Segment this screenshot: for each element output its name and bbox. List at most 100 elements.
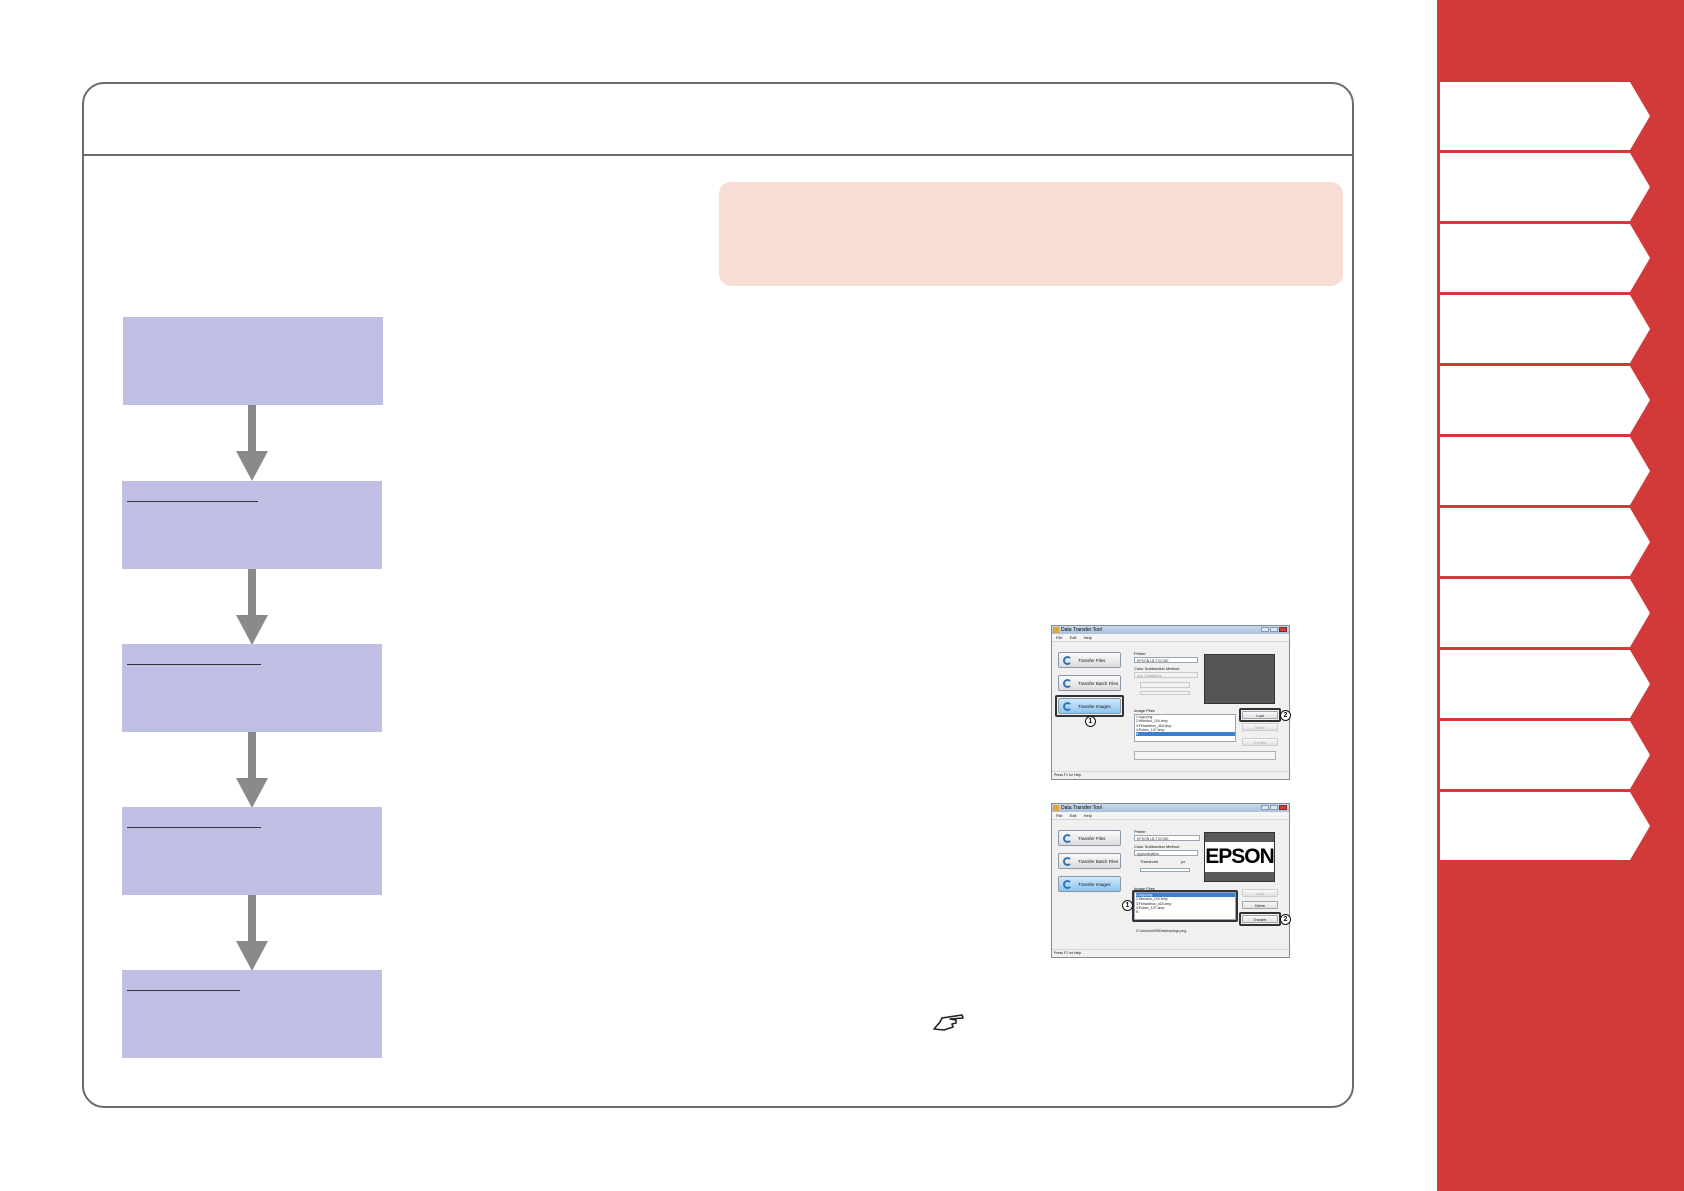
flow-step-4 [122,807,382,895]
method-select[interactable]: App Gradations [1134,672,1198,678]
step-link-underline[interactable] [127,827,261,828]
maximize-icon[interactable] [1270,805,1278,810]
nav-tab-3[interactable] [1440,224,1650,292]
flow-step-5 [122,970,382,1058]
minimize-icon[interactable] [1261,627,1269,632]
menu-help[interactable]: Help [1083,635,1092,640]
transfer-icon [1063,834,1072,843]
maximize-icon[interactable] [1270,627,1278,632]
transfer-button[interactable]: Transfer [1242,738,1278,746]
image-files-list[interactable]: 1:logo.png 2:Wbnduo_104.bmp 3:Fkhwidbun_… [1134,892,1236,920]
transfer-icon [1063,880,1072,889]
image-preview [1204,654,1275,704]
load-button[interactable]: Load [1242,889,1278,897]
screenshot-load: Data Transfer Tool File Edit Help Transf… [1051,625,1291,780]
nav-tab-2[interactable] [1440,153,1650,221]
nav-tab-5[interactable] [1440,366,1650,434]
load-button[interactable]: Load [1242,711,1278,719]
note-box [719,182,1343,286]
preview-image-logo: EPSON [1205,842,1275,872]
progress-bar [1134,751,1276,760]
threshold-unit: px [1181,859,1186,864]
app-icon [1053,627,1059,633]
callout-badge-2: 2 [1280,914,1291,925]
step-link-underline[interactable] [127,664,261,665]
content-frame [82,82,1354,1108]
threshold-slider[interactable] [1140,868,1190,872]
nav-tab-1[interactable] [1440,82,1650,150]
threshold-slider[interactable] [1140,691,1190,695]
list-item[interactable]: 3:Fkhwidbun_d18.bmp [1136,901,1172,906]
callout-badge-2: 2 [1280,710,1291,721]
menu-file[interactable]: File [1056,813,1063,818]
highlight-load [1239,708,1281,722]
threshold-field[interactable] [1140,682,1190,688]
transfer-icon [1063,702,1072,711]
nav-tab-10[interactable] [1440,721,1650,789]
header-divider [84,154,1352,156]
app-icon [1053,805,1059,811]
transfer-files-button[interactable]: Transfer Files [1058,830,1121,846]
highlight-transfer [1239,912,1281,926]
transfer-images-button[interactable]: Transfer Images [1058,876,1121,892]
menubar: File Edit Help [1052,812,1289,820]
nav-tab-9[interactable] [1440,650,1650,718]
nav-tab-8[interactable] [1440,579,1650,647]
nav-tab-6[interactable] [1440,437,1650,505]
nav-tab-7[interactable] [1440,508,1650,576]
menu-edit[interactable]: Edit [1069,813,1077,818]
flow-step-1 [123,317,383,405]
close-icon[interactable] [1279,805,1287,810]
close-icon[interactable] [1279,627,1287,632]
list-item[interactable]: 3:Fkhwidbun_d18.bmp [1136,723,1172,728]
list-item[interactable]: 4:Pubec_107.bmp [1136,905,1165,910]
list-item[interactable]: 2:Wbnduo_104.bmp [1136,719,1168,724]
threshold-label: Threshold [1140,859,1158,864]
menubar: File Edit Help [1052,634,1289,642]
method-label: Color Subtraction Method [1134,666,1180,671]
minimize-icon[interactable] [1261,805,1269,810]
transfer-batch-files-button[interactable]: Transfer Batch Files [1058,675,1121,691]
transfer-icon [1063,679,1072,688]
menu-file[interactable]: File [1056,635,1063,640]
step-link-underline[interactable] [127,501,258,502]
flow-step-3 [122,644,382,732]
printer-select[interactable]: EPSON LB-TX/CNS [1134,835,1200,841]
menu-help[interactable]: Help [1083,813,1092,818]
delete-button[interactable]: Delete [1242,723,1278,731]
method-select[interactable]: approximation [1134,850,1198,856]
list-item-selected[interactable]: 5: [1136,732,1235,737]
printer-label: Printer [1134,829,1146,834]
printer-select[interactable]: EPSON LB-TX/CNS [1134,657,1198,663]
transfer-batch-files-button[interactable]: Transfer Batch Files [1058,853,1121,869]
list-item[interactable]: 2:Wbnduo_104.bmp [1136,897,1168,902]
flow-arrow-1 [236,405,268,481]
flow-arrow-2 [236,569,268,645]
menu-edit[interactable]: Edit [1069,635,1077,640]
image-files-list[interactable]: 1:logo.png 2:Wbnduo_104.bmp 3:Fkhwidbun_… [1134,714,1236,742]
list-item[interactable]: 1:logo.png [1136,715,1153,719]
file-path: C:\Users\LWR\Desktop\logo.png [1136,929,1187,933]
method-label: Color Subtraction Method [1134,844,1180,849]
pointing-hand-icon[interactable] [932,1010,966,1032]
list-item[interactable]: 4:Pubec_107.bmp [1136,727,1165,732]
window-title: Data Transfer Tool [1061,627,1102,633]
highlight-file-list [1132,890,1238,922]
delete-button[interactable]: Delete [1242,901,1278,909]
transfer-images-button[interactable]: Transfer Images [1058,698,1121,714]
window-titlebar: Data Transfer Tool [1052,626,1289,634]
list-item[interactable]: 5: [1136,910,1139,915]
window-title: Data Transfer Tool [1061,805,1102,811]
printer-label: Printer [1134,651,1146,656]
nav-tab-11[interactable] [1440,792,1650,860]
transfer-button[interactable]: Transfer [1242,915,1278,923]
transfer-icon [1063,656,1072,665]
image-preview: EPSON [1204,832,1275,882]
image-files-label: Image Files [1134,708,1155,713]
transfer-files-button[interactable]: Transfer Files [1058,652,1121,668]
nav-tab-4[interactable] [1440,295,1650,363]
flow-arrow-4 [236,895,268,971]
flow-arrow-3 [236,732,268,808]
step-link-underline[interactable] [127,990,240,991]
list-item-selected[interactable]: 1:logo.png [1136,893,1235,898]
